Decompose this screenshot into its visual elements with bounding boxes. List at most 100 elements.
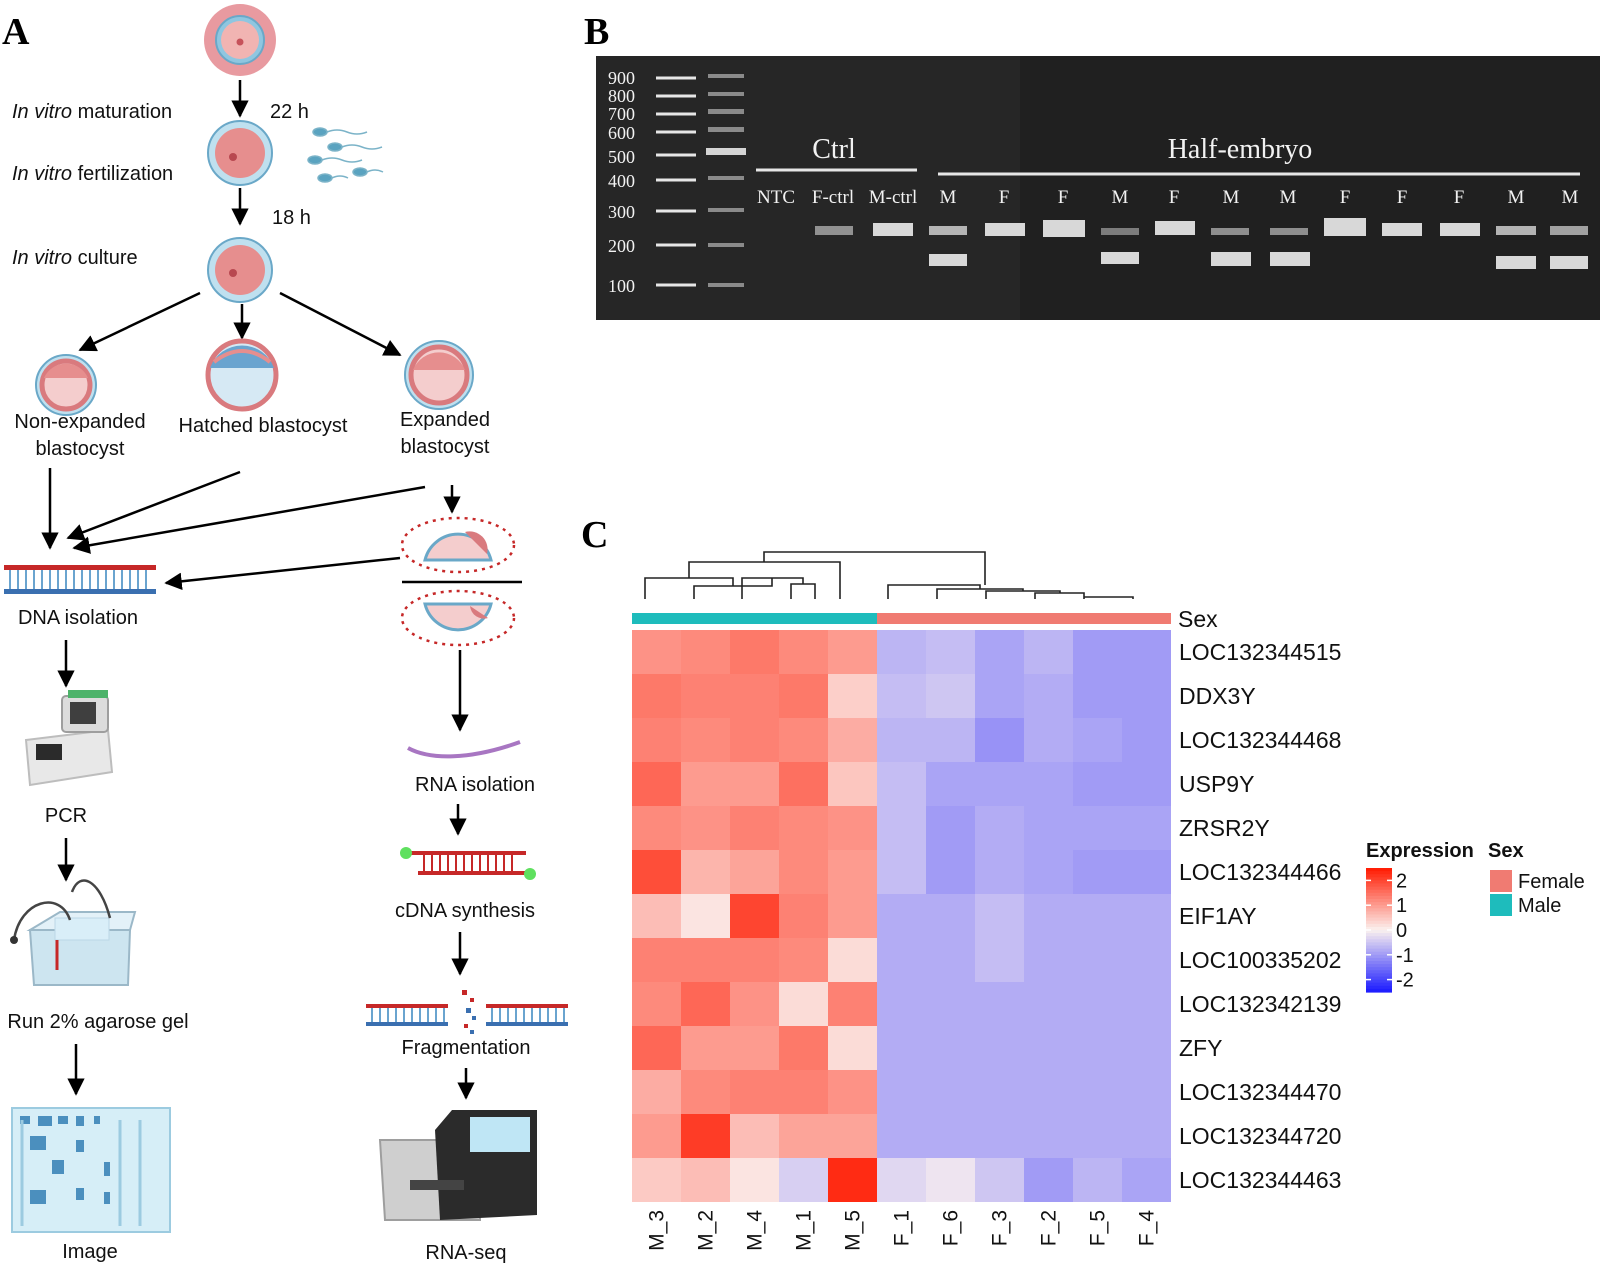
ladder-label: 400 (608, 171, 635, 191)
heatmap (632, 630, 1171, 1202)
heatmap-cell (877, 718, 926, 762)
ladder-label: 700 (608, 104, 635, 124)
sex-bar-cell (877, 613, 926, 624)
lane-label: F (1169, 187, 1180, 208)
half-embryo-group-label: Half-embryo (1168, 134, 1313, 165)
heatmap-cell (1073, 674, 1122, 718)
heatmap-cell (1073, 806, 1122, 850)
color-key-step (1366, 899, 1392, 903)
heatmap-cell (632, 1070, 681, 1114)
heatmap-cell (877, 630, 926, 674)
heatmap-cell (828, 630, 877, 674)
expanded-label-1: Expanded (400, 409, 490, 431)
heatmap-cell (1024, 1114, 1073, 1158)
heatmap-cell (926, 1158, 975, 1202)
lane-label: M (1223, 187, 1240, 208)
lane-label: F (999, 187, 1010, 208)
color-key-step (1366, 886, 1392, 891)
heatmap-cell (779, 806, 828, 850)
sex-bar-cell (926, 613, 975, 624)
heatmap-cell (1024, 1070, 1073, 1114)
color-key-step (1366, 961, 1392, 965)
column-label: M_1 (793, 1210, 816, 1251)
time-18h: 18 h (272, 207, 311, 229)
heatmap-cell (975, 938, 1024, 982)
heatmap-cell (926, 1114, 975, 1158)
heatmap-cell (632, 1114, 681, 1158)
ladder-label: 300 (608, 202, 635, 222)
color-key-step (1366, 883, 1392, 888)
non-expanded-blastocyst-icon (35, 354, 97, 416)
heatmap-cell (779, 762, 828, 806)
row-label: LOC132344468 (1179, 727, 1341, 753)
heatmap-cell (1024, 938, 1073, 982)
heatmap-cell (779, 718, 828, 762)
heatmap-cell (877, 1026, 926, 1070)
heatmap-cell (1122, 850, 1171, 894)
lane-label: F (1340, 187, 1351, 208)
sex-legend-swatch (1490, 894, 1512, 916)
row-label: LOC100335202 (1179, 947, 1341, 973)
heatmap-cell (975, 1158, 1024, 1202)
color-key-tick-label: 2 (1396, 870, 1407, 892)
heatmap-cell (632, 894, 681, 938)
heatmap-cell (877, 806, 926, 850)
time-22h: 22 h (270, 101, 309, 123)
heatmap-cell (877, 982, 926, 1026)
color-key-tick-label: 1 (1396, 895, 1407, 917)
color-key-step (1366, 942, 1392, 947)
row-label: USP9Y (1179, 771, 1254, 797)
lane-label: M (1112, 187, 1129, 208)
heatmap-cell (975, 762, 1024, 806)
column-label: F_2 (1038, 1210, 1061, 1246)
heatmap-cell (1024, 1158, 1073, 1202)
color-key-step (1366, 923, 1392, 928)
heatmap-cell (926, 1026, 975, 1070)
non-expanded-label-2: blastocyst (36, 438, 125, 460)
heatmap-cell (828, 806, 877, 850)
heatmap-cell (632, 806, 681, 850)
heatmap-cell (632, 630, 681, 674)
heatmap-cell (681, 806, 730, 850)
heatmap-cell (779, 630, 828, 674)
heatmap-cell (828, 1114, 877, 1158)
heatmap-cell (730, 982, 779, 1026)
heatmap-cell (926, 982, 975, 1026)
non-expanded-label-1: Non-expanded (14, 411, 145, 433)
pcr-label: PCR (45, 805, 87, 827)
lane-label: M (1508, 187, 1525, 208)
heatmap-cell (877, 1158, 926, 1202)
heatmap-cell (779, 1026, 828, 1070)
heatmap-cell (1073, 630, 1122, 674)
heatmap-cell (828, 1070, 877, 1114)
color-key-step (1366, 957, 1392, 962)
sex-annotation-bar (632, 613, 1171, 624)
color-key-step (1366, 970, 1392, 974)
lane-label: F (1397, 187, 1408, 208)
heatmap-cell (681, 1158, 730, 1202)
heatmap-cell (828, 1158, 877, 1202)
heatmap-cell (1024, 674, 1073, 718)
zygote-icon (207, 120, 273, 186)
color-key-step (1366, 933, 1392, 937)
color-key-step (1366, 895, 1392, 900)
heatmap-cell (975, 718, 1024, 762)
image-label: Image (62, 1241, 118, 1263)
color-key-step (1366, 948, 1392, 953)
row-label: ZFY (1179, 1035, 1222, 1061)
heatmap-cell (730, 806, 779, 850)
heatmap-cell (779, 1158, 828, 1202)
heatmap-cell (1024, 630, 1073, 674)
heatmap-cell (1073, 1026, 1122, 1070)
row-label: DDX3Y (1179, 683, 1256, 709)
sex-legend-label: Male (1518, 895, 1561, 917)
heatmap-cell (1122, 674, 1171, 718)
sperm-icon (307, 127, 384, 183)
color-key-step (1366, 976, 1392, 981)
heatmap-cell (828, 894, 877, 938)
heatmap-cell (730, 1158, 779, 1202)
sex-bar-cell (1024, 613, 1073, 624)
rna-isolation-label: RNA isolation (415, 774, 535, 796)
color-key-step (1366, 920, 1392, 925)
